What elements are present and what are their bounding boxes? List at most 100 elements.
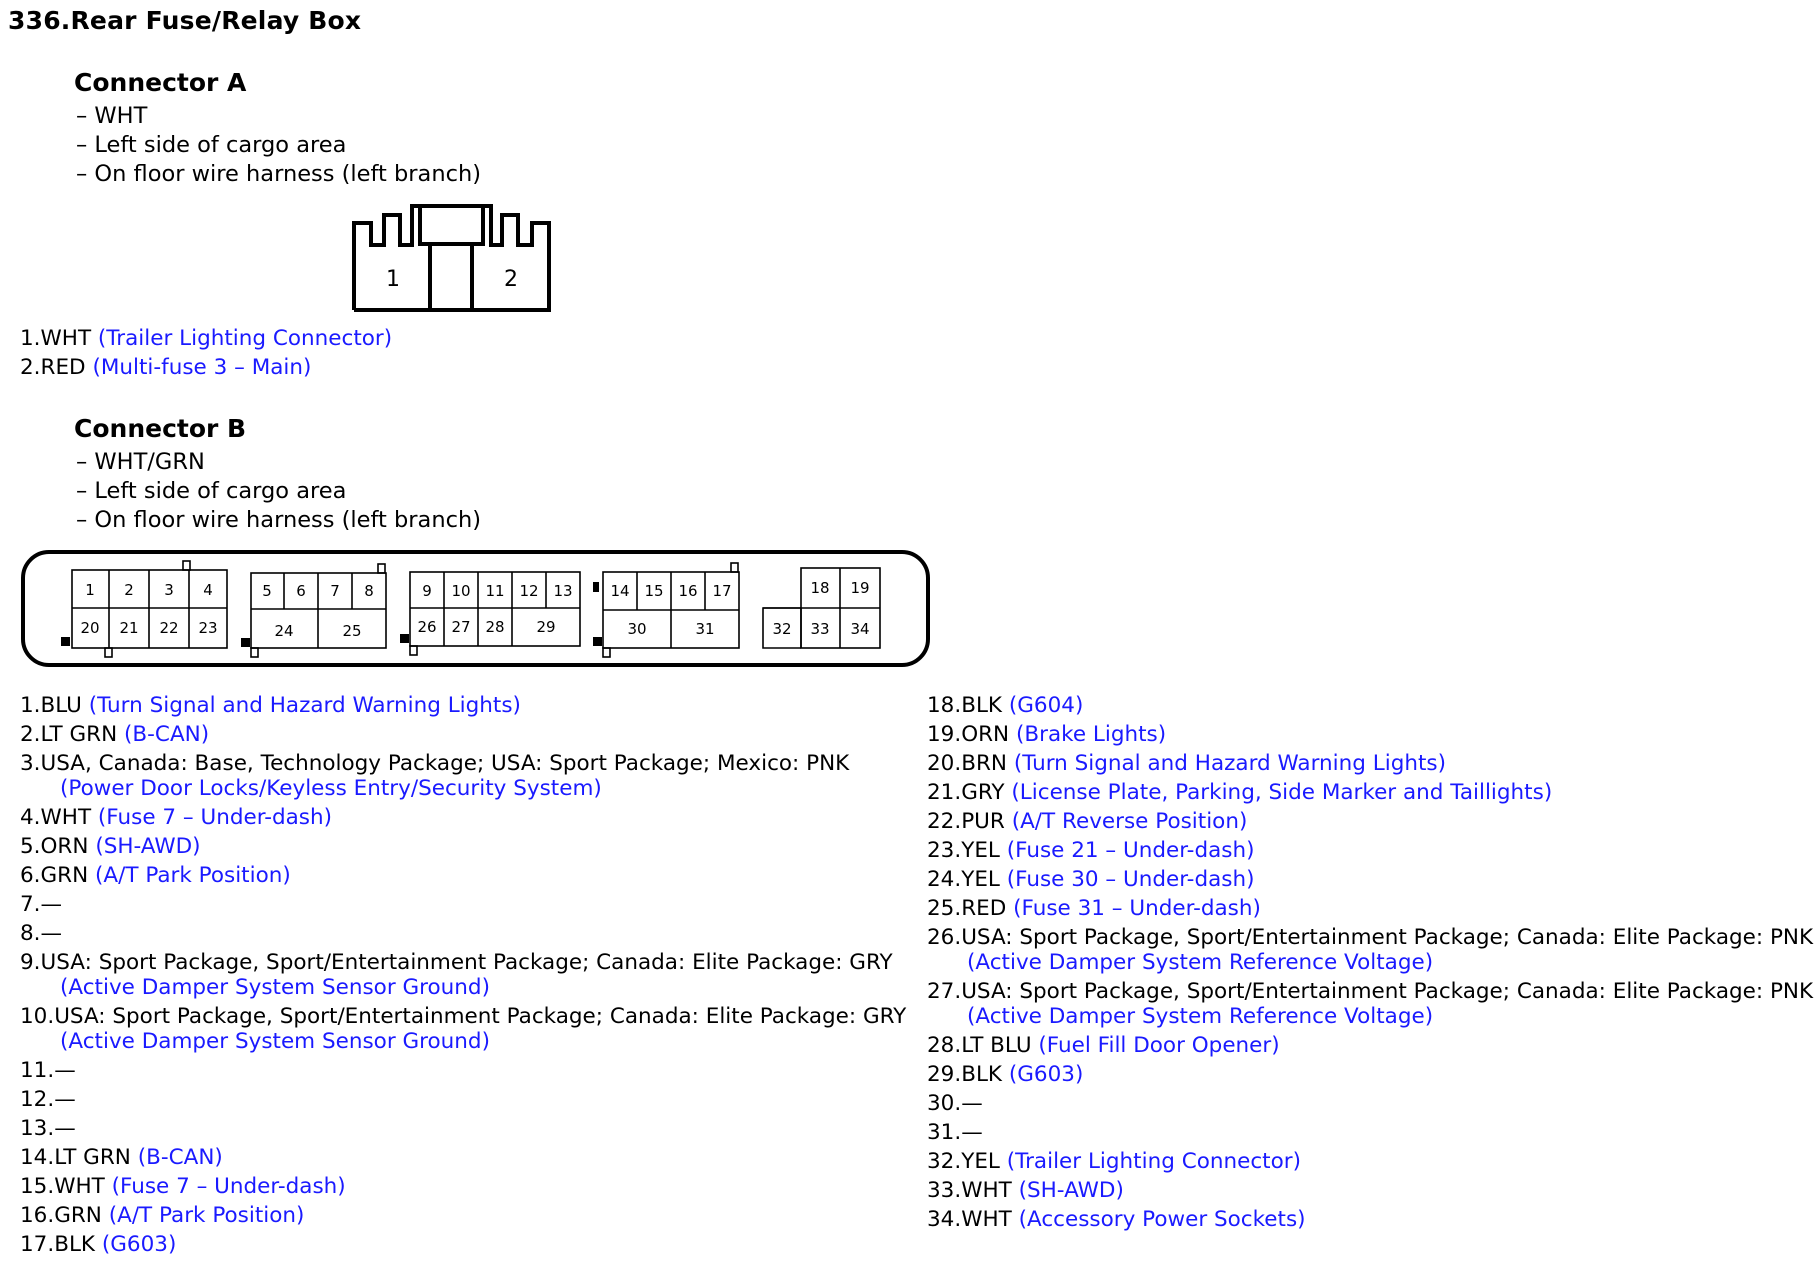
connector-b-pin-list-right: 18.BLK (G604) 19.ORN (Brake Lights) 20.BRN… [927,693,1813,1236]
list-item: 30.— [927,1091,1813,1116]
list-item: 21.GRY (License Plate, Parking, Side Mar… [927,780,1813,805]
list-item: 2.LT GRN (B-CAN) [20,722,906,747]
connector-b-details: – WHT/GRN – Left side of cargo area – On… [76,448,481,535]
pin-link[interactable]: (A/T Park Position) [108,1203,305,1228]
list-item: 28.LT BLU (Fuel Fill Door Opener) [927,1033,1813,1058]
connector-b-pin-3: 3 [164,581,174,599]
connector-b-pin-20: 20 [80,619,99,637]
connector-b-pin-25: 25 [342,622,361,640]
pin-link[interactable]: (Accessory Power Sockets) [1018,1207,1306,1232]
list-item: 17.BLK (G603) [20,1232,906,1257]
list-item: 10.USA: Sport Package, Sport/Entertainme… [20,1004,906,1054]
connector-b-pin-8: 8 [364,582,374,600]
pin-link[interactable]: (Active Damper System Reference Voltage) [967,950,1434,975]
pin-link[interactable]: (SH-AWD) [1018,1178,1124,1203]
pin-link[interactable]: (B-CAN) [124,722,210,747]
pin-label: 21.GRY [927,780,1005,805]
connector-b-pin-14: 14 [610,582,629,600]
pin-link[interactable]: (B-CAN) [137,1145,223,1170]
connector-b-heading: Connector B [74,414,247,443]
pin-link[interactable]: (License Plate, Parking, Side Marker and… [1011,780,1553,805]
pin-link[interactable]: (Power Door Locks/Keyless Entry/Security… [60,776,602,801]
connector-a-pin-list: 1.WHT (Trailer Lighting Connector) 2.RED… [20,326,392,380]
connector-b-pin-19: 19 [850,579,869,597]
connector-a-detail: – Left side of cargo area [76,132,347,158]
pin-label: 16.GRN [20,1203,102,1228]
pin-link[interactable]: (SH-AWD) [95,834,201,859]
connector-b-pin-7: 7 [330,582,340,600]
pin-link[interactable]: (Fuel Fill Door Opener) [1038,1033,1280,1058]
pin-label: 1.BLU [20,693,82,718]
pin-link[interactable]: (G603) [1008,1062,1084,1087]
connector-b-detail: – Left side of cargo area [76,478,347,504]
connector-b-pin-27: 27 [451,618,470,636]
connector-b-detail: – On floor wire harness (left branch) [76,507,481,533]
list-item: 34.WHT (Accessory Power Sockets) [927,1207,1813,1232]
connector-b-diagram [21,550,930,667]
connector-b-pin-13: 13 [553,582,572,600]
connector-a-details: – WHT – Left side of cargo area – On flo… [76,102,481,189]
pin-label: 6.GRN [20,863,89,888]
list-item: 12.— [20,1087,906,1112]
pin-link[interactable]: (G604) [1008,693,1084,718]
connector-b-pin-23: 23 [198,619,217,637]
pin-label: 11.— [20,1058,76,1083]
connector-b-pin-1: 1 [85,581,95,599]
connector-b-pin-4: 4 [203,581,213,599]
pin-label: 25.RED [927,896,1007,921]
pin-link[interactable]: (Active Damper System Reference Voltage) [967,1004,1434,1029]
pin-link[interactable]: (Brake Lights) [1015,722,1167,747]
pin-link[interactable]: (Active Damper System Sensor Ground) [60,975,490,1000]
connector-a-detail: – On floor wire harness (left branch) [76,161,481,187]
list-item: 9.USA: Sport Package, Sport/Entertainmen… [20,950,906,1000]
connector-b-pin-31: 31 [695,620,714,638]
connector-b-pin-6: 6 [296,582,306,600]
list-item: 20.BRN (Turn Signal and Hazard Warning L… [927,751,1813,776]
connector-b-pin-34: 34 [850,620,869,638]
pin-link[interactable]: (Fuse 21 – Under-dash) [1006,838,1255,863]
pin-label: 13.— [20,1116,76,1141]
pin-link[interactable]: (Fuse 30 – Under-dash) [1006,867,1255,892]
pin-label: 19.ORN [927,722,1010,747]
list-item: 15.WHT (Fuse 7 – Under-dash) [20,1174,906,1199]
list-item: 18.BLK (G604) [927,693,1813,718]
connector-b-pin-labels: 1 2 3 4 20 21 22 23 5 6 7 8 24 25 9 10 1… [80,579,869,640]
list-item: 1.BLU (Turn Signal and Hazard Warning Li… [20,693,906,718]
connector-b-pin-17: 17 [712,582,731,600]
connector-b-pin-list-left: 1.BLU (Turn Signal and Hazard Warning Li… [20,693,906,1261]
connector-b-pin-26: 26 [417,618,436,636]
list-item: 3.USA, Canada: Base, Technology Package;… [20,751,906,801]
list-item: 29.BLK (G603) [927,1062,1813,1087]
pin-label: 3.USA, Canada: Base, Technology Package;… [20,751,850,776]
pin-label: 20.BRN [927,751,1007,776]
connector-a-heading: Connector A [74,68,247,97]
pin-label: 8.— [20,921,63,946]
connector-a-pin-1: 1 [386,267,400,292]
connector-b-pin-30: 30 [627,620,646,638]
pin-label: 24.YEL [927,867,1000,892]
pin-link[interactable]: (Fuse 31 – Under-dash) [1013,896,1261,921]
list-item: 6.GRN (A/T Park Position) [20,863,906,888]
pin-label: 32.YEL [927,1149,1000,1174]
pin-link[interactable]: (Active Damper System Sensor Ground) [60,1029,490,1054]
pin-link[interactable]: (A/T Park Position) [95,863,291,888]
pin-label: 27.USA: Sport Package, Sport/Entertainme… [927,979,1814,1004]
pin-label: 22.PUR [927,809,1005,834]
list-item: 23.YEL (Fuse 21 – Under-dash) [927,838,1813,863]
pin-link[interactable]: (Fuse 7 – Under-dash) [111,1174,346,1199]
pin-link[interactable]: (A/T Reverse Position) [1011,809,1248,834]
pin-label: 34.WHT [927,1207,1012,1232]
pin-link[interactable]: (Turn Signal and Hazard Warning Lights) [1013,751,1446,776]
connector-b-pin-29: 29 [536,618,555,636]
connector-b-pin-10: 10 [451,582,470,600]
pin-label: 29.BLK [927,1062,1003,1087]
list-item: 27.USA: Sport Package, Sport/Entertainme… [927,979,1813,1029]
connector-b-pin-5: 5 [262,582,272,600]
pin-link[interactable]: (Trailer Lighting Connector) [1006,1149,1301,1174]
pin-link[interactable]: (Turn Signal and Hazard Warning Lights) [88,693,521,718]
pin-link[interactable]: (Fuse 7 – Under-dash) [97,805,332,830]
pin-label: 10.USA: Sport Package, Sport/Entertainme… [20,1004,907,1029]
pin-link[interactable]: (G603) [101,1232,177,1257]
connector-b-pin-33: 33 [810,620,829,638]
